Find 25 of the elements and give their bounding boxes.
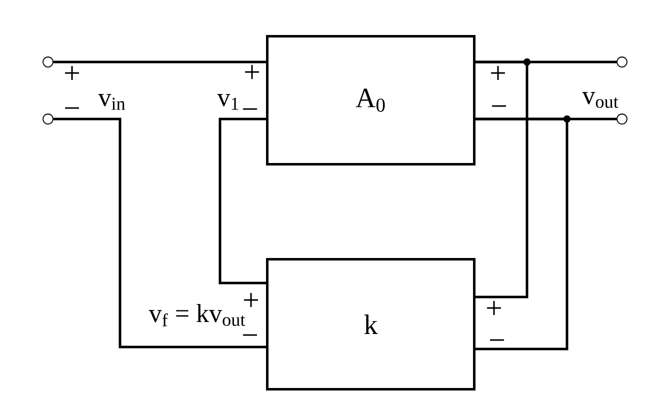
block-box: A$_{0}$ (266, 35, 476, 166)
polarity-sign: − (492, 105, 506, 107)
polarity-sign: − (243, 334, 257, 336)
polarity-sign: − (490, 339, 504, 341)
voltage-label: v$_{1}$ (217, 94, 238, 110)
voltage-label: v$_{out}$ (582, 92, 618, 108)
terminal-circle (42, 56, 54, 68)
terminal-circle (42, 114, 54, 124)
wire (53, 60, 266, 64)
terminal-circle (616, 56, 628, 68)
block-box: k (266, 258, 476, 390)
polarity-sign: + (244, 293, 258, 307)
polarity-sign: − (243, 108, 257, 110)
wire (476, 118, 568, 350)
voltage-label: v$_{f}$ = kv$_{out}$ (148, 304, 246, 326)
polarity-sign: + (245, 65, 259, 80)
wire (53, 118, 266, 348)
terminal-circle (616, 114, 628, 124)
voltage-label: v$_{in}$ (98, 94, 126, 110)
polarity-sign: + (491, 66, 505, 80)
wire (476, 60, 528, 298)
polarity-sign: − (65, 107, 79, 109)
wire (218, 118, 266, 284)
polarity-sign: + (65, 66, 79, 80)
polarity-sign: + (487, 301, 501, 315)
